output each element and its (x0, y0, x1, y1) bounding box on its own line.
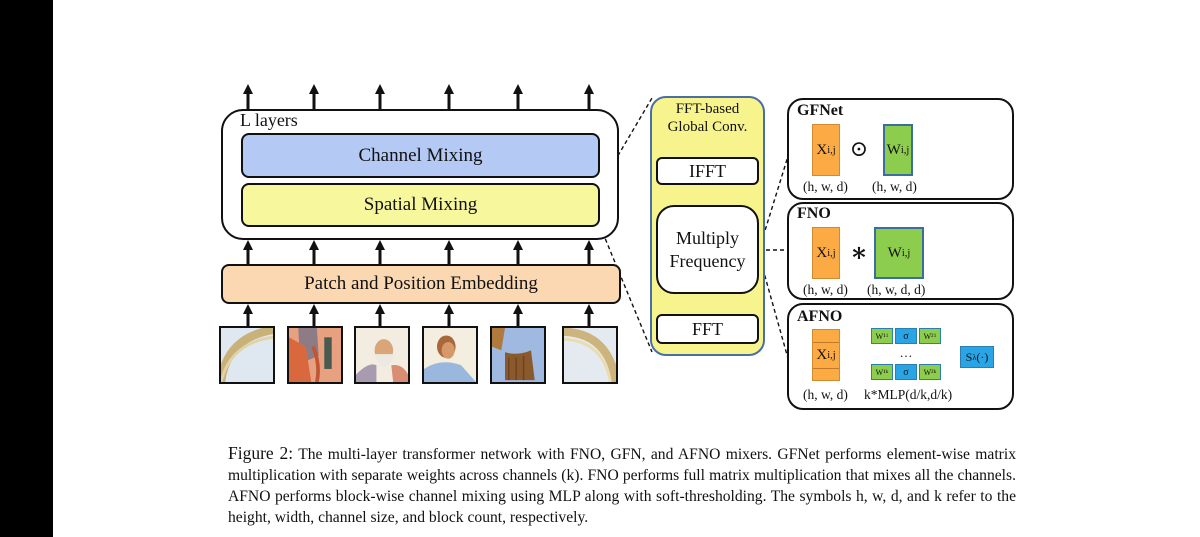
output-arrow-3-head (375, 84, 385, 94)
afno-x-dim: (h, w, d) (803, 387, 848, 402)
fno-x-sub: i,j (827, 247, 836, 259)
fno-x-dim: (h, w, d) (803, 282, 848, 297)
ifft-block: IFFT (656, 157, 759, 185)
figure-label: Figure 2: (228, 443, 294, 463)
gfnet-w-sub: i,j (900, 144, 910, 156)
afno-w1-top-sub: 1 (885, 333, 889, 339)
output-arrows (243, 84, 594, 110)
fno-x-label: X (816, 244, 828, 261)
gfnet-x-sub: i,j (827, 144, 836, 156)
fft-panel-title: FFT-based Global Conv. (650, 100, 765, 136)
embedding-input-arrow-1-head (243, 304, 253, 314)
output-arrow-2-head (309, 84, 319, 94)
s-sub: λ (972, 352, 977, 362)
elementwise-product-icon: ⊙ (849, 136, 869, 161)
caption-text: The multi-layer transformer network with… (228, 446, 1016, 526)
patch-to-embedding-arrows (243, 304, 594, 326)
left-black-bar (0, 0, 53, 537)
convolution-operator-icon: ∗ (850, 238, 868, 267)
patch-position-embedding-block: Patch and Position Embedding (221, 264, 621, 304)
layer-input-arrow-4-head (444, 240, 454, 250)
afno-w1-top-label: W¹ (875, 331, 886, 341)
afno-w2-top-sub: 1 (933, 333, 937, 339)
afno-ellipsis: … (899, 345, 913, 360)
image-patch-2 (287, 326, 343, 384)
embedding-input-arrow-2-head (309, 304, 319, 314)
afno-w1-bottom-label: W¹ (875, 367, 886, 377)
output-arrow-6-head (584, 84, 594, 94)
figure-caption: Figure 2: The multi-layer transformer ne… (228, 443, 1016, 528)
layer-input-arrow-6-head (584, 240, 594, 250)
embedding-input-arrow-3-head (375, 304, 385, 314)
afno-sigma-top-block: σ (895, 328, 917, 344)
s-label: S (965, 349, 973, 364)
afno-sigma-bottom-block: σ (895, 364, 917, 380)
fft-title-line1: FFT-based (675, 101, 740, 117)
image-patch-6 (562, 326, 618, 384)
image-patch-1 (219, 326, 275, 384)
embedding-input-arrow-4-head (444, 304, 454, 314)
image-patch-4 (422, 326, 478, 384)
layer-input-arrow-2-head (309, 240, 319, 250)
l-layers-label: L layers (240, 110, 298, 130)
fno-w-dim: (h, w, d, d) (867, 282, 926, 297)
afno-w2-bottom-label: W² (923, 367, 934, 377)
gfnet-x-label: X (816, 141, 828, 158)
afno-x-label: X (816, 346, 828, 363)
afno-title: AFNO (797, 308, 843, 325)
channel-mixing-block: Channel Mixing (241, 133, 600, 178)
fno-w-label: W (887, 244, 902, 261)
afno-w2-top-label: W² (923, 331, 934, 341)
layer-input-arrow-1-head (243, 240, 253, 250)
output-arrow-5-head (513, 84, 523, 94)
multiply-label: Multiply (675, 227, 739, 248)
image-patch-3 (354, 326, 410, 384)
fft-block: FFT (656, 314, 759, 344)
gfnet-w-dim: (h, w, d) (872, 179, 917, 194)
fno-title: FNO (797, 205, 831, 222)
afno-w1-bottom-sub: k (885, 369, 889, 375)
spatial-mixing-block: Spatial Mixing (241, 183, 600, 227)
afno-x-sub: i,j (827, 349, 836, 361)
embedding-to-layers-arrows (243, 240, 594, 264)
output-arrow-4-head (444, 84, 454, 94)
s-arg: (·) (976, 349, 989, 364)
layer-input-arrow-5-head (513, 240, 523, 250)
gfnet-w-label: W (886, 141, 901, 158)
afno-w2-bottom-sub: k (933, 369, 937, 375)
multiply-frequency-block: Multiply Frequency (656, 205, 759, 294)
fft-title-line2: Global Conv. (667, 119, 748, 135)
fno-w-sub: i,j (901, 247, 911, 259)
gfnet-x-dim: (h, w, d) (803, 179, 848, 194)
layer-input-arrow-3-head (375, 240, 385, 250)
gfnet-title: GFNet (797, 102, 844, 119)
embedding-input-arrow-6-head (584, 304, 594, 314)
output-arrow-1-head (243, 84, 253, 94)
frequency-label: Frequency (669, 250, 746, 271)
image-patch-5 (490, 326, 546, 384)
embedding-input-arrow-5-head (513, 304, 523, 314)
afno-mlp-dim: k*MLP(d/k,d/k) (864, 387, 953, 402)
